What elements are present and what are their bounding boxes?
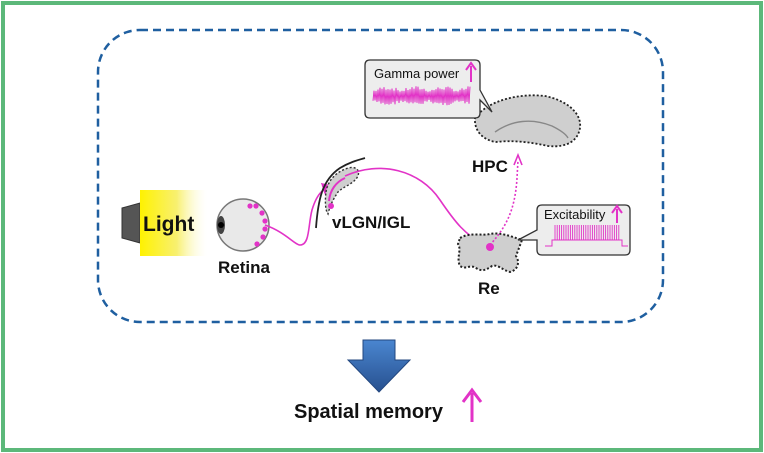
retina-label: Retina: [218, 258, 271, 277]
vlgn-to-re-projection: [344, 167, 487, 247]
re-to-hpc-arrowhead: [513, 152, 523, 166]
light-beam: [140, 190, 207, 256]
spike-baseline: [545, 239, 628, 247]
up-arrow-icon: [611, 204, 623, 223]
gamma-power-label: Gamma power: [374, 66, 460, 81]
hpc-label: HPC: [472, 157, 508, 176]
down-arrow-icon: [346, 339, 412, 393]
eye-icon: [216, 198, 270, 252]
excitability-label: Excitability: [544, 207, 606, 222]
gamma-trace: [372, 86, 471, 106]
spatial-memory-label: Spatial memory: [294, 401, 444, 423]
hpc-region: [474, 94, 581, 148]
gamma-power-callout: Gamma power: [364, 59, 493, 119]
light-source: Light: [121, 190, 207, 256]
re-label: Re: [478, 279, 500, 298]
vlgn-region: [315, 157, 366, 229]
re-to-hpc-projection: [489, 159, 519, 246]
re-region: [456, 232, 524, 274]
vlgn-label: vLGN/IGL: [332, 213, 410, 232]
light-emitter-icon: [121, 202, 141, 244]
circuit-box: [96, 28, 665, 324]
excitability-callout: Excitability: [517, 204, 631, 256]
up-arrow-icon: [461, 387, 483, 422]
spike-train: [545, 225, 628, 247]
up-arrow-icon: [465, 61, 477, 82]
light-label: Light: [143, 213, 194, 236]
